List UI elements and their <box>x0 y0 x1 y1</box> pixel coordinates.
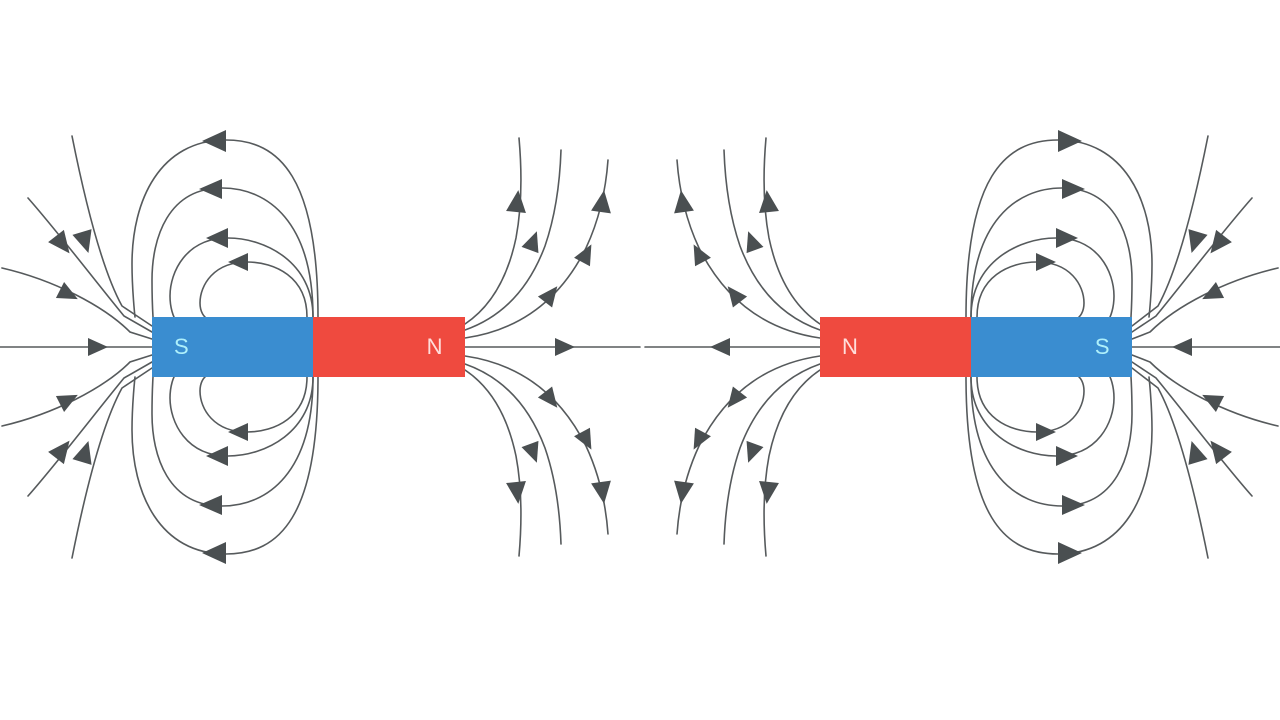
south-pole-label: S <box>1094 334 1110 359</box>
right-magnet-south-incoming <box>1131 135 1280 559</box>
south-pole-label: S <box>174 334 190 359</box>
north-pole-label: N <box>426 334 443 359</box>
left-magnet-south-pole: S <box>152 317 313 377</box>
left-magnet-south-incoming <box>0 135 153 559</box>
left-magnet-bottom-loops <box>131 376 319 555</box>
left-magnet-top-loops <box>131 139 319 318</box>
right-magnet-top-loops <box>965 139 1153 318</box>
field-direction-arrows <box>48 130 1232 564</box>
right-bar-magnet: N S <box>820 317 1132 377</box>
right-magnet-north-outgoing <box>644 137 821 557</box>
left-magnet-north-outgoing <box>464 137 641 557</box>
north-pole-label: N <box>842 334 859 359</box>
right-magnet-bottom-loops <box>965 376 1153 555</box>
right-magnet-south-pole: S <box>971 317 1132 377</box>
left-bar-magnet: S N <box>152 317 465 377</box>
left-magnet-north-pole: N <box>313 317 465 377</box>
right-magnet-north-pole: N <box>820 317 971 377</box>
